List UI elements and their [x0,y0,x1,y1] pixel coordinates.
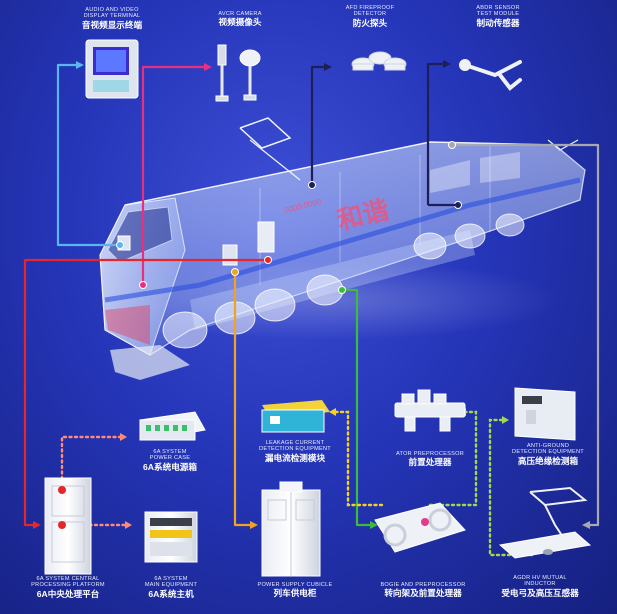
line-power-cubicle [233,272,250,527]
power-cubicle-onboard [257,221,275,253]
fire-detector-device [351,51,407,71]
label-brake-en-2: TEST MODULE [476,11,520,18]
brake-sensor-device [459,59,522,91]
label-brake-sensor: ABDR SENSOR TEST MODULE 制动传感器 [458,5,538,29]
label-bogie-en: BOGIE AND PREPROCESSOR [380,582,466,588]
label-camera-en: AVCR CAMERA [218,11,262,17]
hv-inductor-device [498,486,592,559]
label-fire-zh: 防火探头 [352,17,388,28]
label-terminal-en-1: AUDIO AND VIDEO [85,7,139,13]
label-terminal: AUDIO AND VIDEO DISPLAY TERMINAL 音视频显示终端 [70,7,154,31]
label-anti-ground-en-2: DETECTION EQUIPMENT [512,449,584,456]
label-leakage-zh: 漏电流检测模块 [264,452,326,463]
label-bogie-zh: 转向架及前置处理器 [384,588,462,599]
label-brake-zh: 制动传感器 [476,17,520,28]
leakage-module-device [261,400,330,433]
label-anti-ground-zh: 高压绝缘检测箱 [517,455,579,466]
label-main-zh: 6A系统主机 [148,588,194,599]
label-power-cubicle-zh: 列车供电柜 [273,588,317,599]
line-brake-sensor [426,62,443,205]
label-central-platform: 6A SYSTEM CENTRAL PROCESSING PLATFORM 6A… [20,576,116,600]
central-platform-device [44,477,92,575]
label-fire-detector: AFD FIREPROOF DETECTOR 防火探头 [330,5,410,29]
label-main-en-2: MAIN EQUIPMENT [144,582,198,589]
label-camera: AVCR CAMERA 视频摄像头 [200,11,280,28]
label-hv-inductor: AGDR HV MUTUAL INDUCTOR 受电弓及高压互感器 [490,575,590,599]
terminal-device [85,39,139,99]
line-camera [141,65,204,285]
label-fire-en-2: DETECTOR [353,11,387,18]
bogie-device [374,502,466,553]
label-bogie: BOGIE AND PREPROCESSOR 转向架及前置处理器 [368,582,478,599]
label-power-cubicle: POWER SUPPLY CUBICLE 列车供电柜 [245,582,345,599]
main-equipment-device [144,511,198,563]
dotted-platform-power-case [60,435,122,492]
line-terminal [56,63,120,247]
line-bogie [342,288,370,527]
anti-ground-device [514,387,576,441]
label-fire-en-1: AFD FIREPROOF [345,5,395,11]
label-central-zh: 6A中央处理平台 [36,588,100,599]
label-ator-en: ATOR PREPROCESSOR [395,451,465,457]
train-locomotive: 和谐 0000 0000 [99,117,586,380]
label-hv-en-1: AGDR HV MUTUAL [513,575,567,581]
label-terminal-en-2: DISPLAY TERMINAL [83,13,141,20]
label-main-en-1: 6A SYSTEM [154,576,188,582]
label-anti-ground-en-1: ANTI-GROUND [526,443,570,449]
label-camera-zh: 视频摄像头 [218,17,262,28]
power-cubicle-device [261,481,321,577]
dotted-bogie-leakage [334,410,384,507]
ator-device [394,389,466,432]
camera-device [215,44,261,102]
label-central-en-1: 6A SYSTEM CENTRAL [36,576,100,582]
dotted-bogie-ator [428,410,478,507]
dotted-anti-ground-inductor [488,418,537,557]
label-anti-ground: ANTI-GROUND DETECTION EQUIPMENT 高压绝缘检测箱 [500,443,596,467]
label-power-case: 6A SYSTEM POWER CASE 6A系统电源箱 [130,449,210,473]
label-power-case-en-2: POWER CASE [149,455,191,462]
line-central-platform [23,258,268,527]
power-case-device [139,411,206,441]
label-leakage: LEAKAGE CURRENT DETECTION EQUIPMENT 漏电流检… [247,440,343,464]
label-ator-zh: 前置处理器 [408,457,452,468]
line-hv-inductor [452,143,600,527]
label-power-case-en-1: 6A SYSTEM [153,449,187,455]
label-ator: ATOR PREPROCESSOR 前置处理器 [382,451,478,468]
label-leakage-en-1: LEAKAGE CURRENT [265,440,325,446]
label-hv-zh: 受电弓及高压互感器 [501,587,579,598]
label-central-en-2: PROCESSING PLATFORM [31,582,105,589]
line-fire-detector [310,65,324,185]
label-main-equipment: 6A SYSTEM MAIN EQUIPMENT 6A系统主机 [128,576,214,600]
label-brake-en-1: ABDR SENSOR [476,5,520,11]
label-terminal-zh: 音视频显示终端 [81,19,143,30]
label-power-cubicle-en: POWER SUPPLY CUBICLE [257,582,333,588]
label-power-case-zh: 6A系统电源箱 [143,461,197,472]
label-leakage-en-2: DETECTION EQUIPMENT [259,446,331,453]
label-hv-en-2: INDUCTOR [524,581,556,588]
